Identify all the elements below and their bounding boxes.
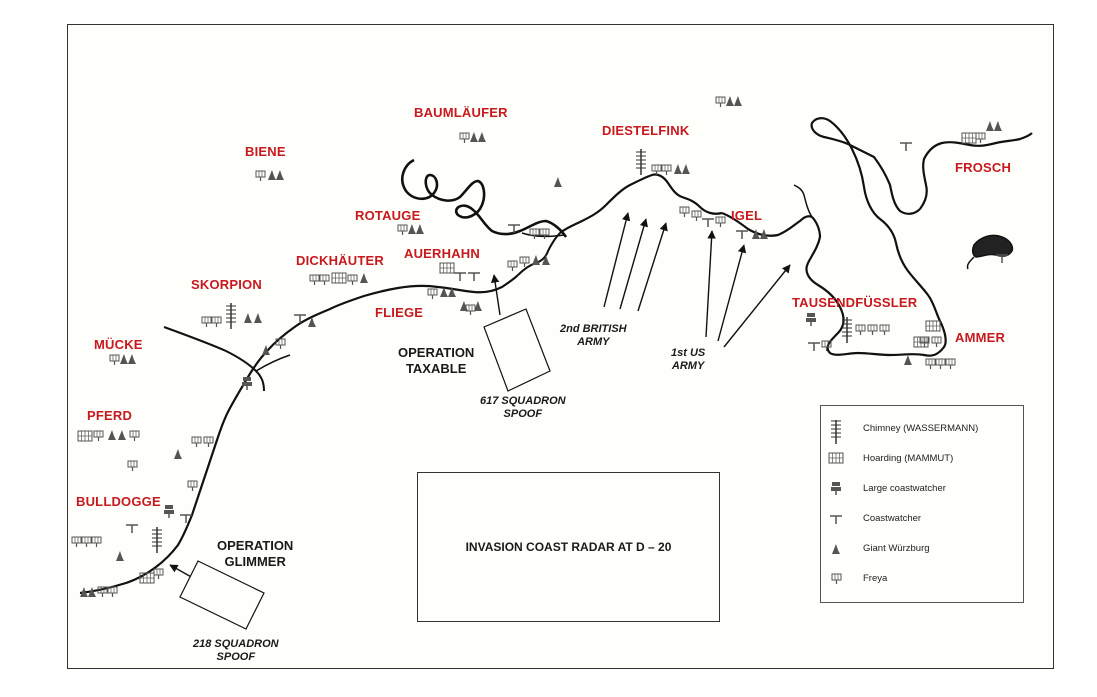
- giant-wurzburg-icon: [832, 544, 840, 554]
- site-label-biene: BIENE: [245, 144, 286, 159]
- site-label-bulldogge: BULLDOGGE: [76, 494, 161, 509]
- site-label-rotauge: ROTAUGE: [355, 208, 421, 223]
- site-label-skorpion: SKORPION: [191, 277, 262, 292]
- legend: Chimney (WASSERMANN) Hoarding (MAMMUT) L…: [820, 405, 1024, 603]
- site-label-baumlaufer: BAUMLÄUFER: [414, 105, 508, 120]
- map-title-box: INVASION COAST RADAR AT D – 20: [417, 472, 720, 622]
- large-coastwatcher-icon: [830, 481, 842, 496]
- squadron-617-label: 617 SQUADRON SPOOF: [480, 395, 566, 420]
- site-label-frosch: FROSCH: [955, 160, 1012, 175]
- map-frame: BAUMLÄUFER BIENE DIESTELFINK FROSCH ROTA…: [67, 24, 1054, 669]
- legend-item-chimney: Chimney (WASSERMANN): [821, 420, 1023, 444]
- legend-item-freya: Freya: [821, 570, 1023, 590]
- site-label-diestelfink: DIESTELFINK: [602, 123, 690, 138]
- site-label-igel: IGEL: [731, 208, 763, 223]
- legend-item-giant-wurzburg: Giant Würzburg: [821, 540, 1023, 560]
- operation-glimmer-label: OPERATION GLIMMER: [217, 538, 294, 569]
- us-army-label: 1st US ARMY: [671, 347, 706, 372]
- site-label-mucke: MÜCKE: [94, 337, 143, 352]
- map-title: INVASION COAST RADAR AT D – 20: [465, 540, 672, 554]
- site-label-dickhauter: DICKHÄUTER: [296, 253, 384, 268]
- freya-icon: [831, 573, 842, 585]
- legend-item-coastwatcher: Coastwatcher: [821, 510, 1023, 530]
- british-army-label: 2nd BRITISH ARMY: [560, 323, 627, 348]
- coastline-map: [71, 96, 1033, 630]
- site-label-ammer: AMMER: [955, 330, 1006, 345]
- chimney-icon: [830, 420, 842, 444]
- site-label-fliege: FLIEGE: [375, 305, 424, 320]
- site-label-tausendfussler: TAUSENDFÜSSLER: [792, 295, 918, 310]
- coastwatcher-icon: [829, 515, 843, 525]
- legend-item-large-coastwatcher: Large coastwatcher: [821, 480, 1023, 500]
- operation-taxable-label: OPERATION TAXABLE: [398, 345, 475, 376]
- squadron-218-label: 218 SQUADRON SPOOF: [193, 638, 279, 663]
- legend-item-hoarding: Hoarding (MAMMUT): [821, 450, 1023, 470]
- site-label-pferd: PFERD: [87, 408, 133, 423]
- site-label-auerhahn: AUERHAHN: [404, 246, 480, 261]
- hoarding-icon: [828, 452, 844, 464]
